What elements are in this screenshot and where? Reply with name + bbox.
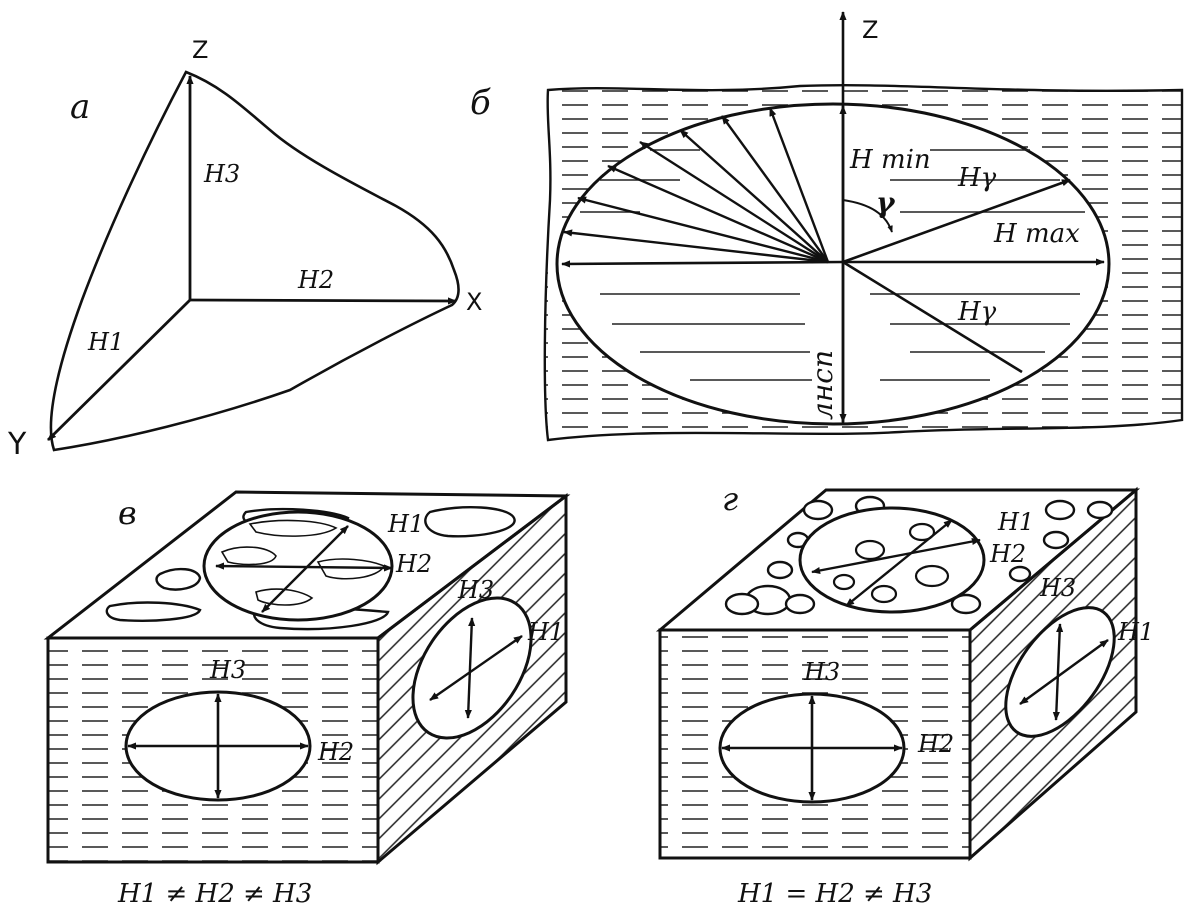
top-h1-label-g: H1 [997,508,1034,536]
side-h3-label: H3 [457,576,494,604]
axis-x [189,297,457,305]
axis-z-b-label: Z [862,16,878,44]
top-h1-label: H1 [387,510,424,538]
axis-x-label: X [466,288,482,316]
panel-b-letter: б [470,83,491,123]
front-h3-label-g: H3 [803,658,840,686]
h-gamma-upper-label: Hγ [957,163,997,193]
h2-label: H2 [297,266,334,294]
h-gamma-lower-vector [842,260,1023,374]
panel-a-letter: а [70,87,90,127]
top-h2-arrow-g [811,537,981,575]
top-round-grains [724,495,1114,616]
top-h2-arrow [215,562,393,572]
caption-g: H1 = H2 ≠ H3 [737,879,932,909]
panel-b: б [470,11,1184,442]
indicatrix-ellipse [555,102,1111,426]
panel-a: а Z X Y H3 H2 H1 [7,36,482,462]
h-max-left-vector [561,260,844,268]
side-h3-label-g: H3 [1039,574,1076,602]
h3-label: H3 [203,160,240,188]
side-h1-label: H1 [527,618,564,646]
h-max-label: H max [993,219,1080,249]
caption-v: H1 ≠ H2 ≠ H3 [117,879,312,909]
axis-y [47,299,191,441]
front-h2-label: H2 [317,738,354,766]
side-h1-arrow-g [1019,639,1109,705]
side-h1-arrow [429,635,523,701]
h1-label: H1 [87,328,124,356]
panel-v: в H1 H2 H3 [43,490,571,909]
panel-g: г [655,480,1154,909]
indicatrix-surface-outline [49,70,460,452]
panel-g-letter: г [722,480,738,518]
axis-y-label: Y [7,427,27,462]
gamma-angle-arc [842,199,893,233]
front-h3-label: H3 [209,656,246,684]
side-h1-label-g: H1 [1117,618,1154,646]
top-h2-label: H2 [395,550,432,578]
gamma-label: γ [876,186,896,219]
h-gamma-upper-vector [842,178,1071,264]
vertical-axis-label: лнсп [806,350,839,420]
vector-fan [563,107,830,264]
panel-v-letter: в [118,494,137,532]
top-h2-label-g: H2 [989,540,1026,568]
h-gamma-lower-label: Hγ [957,297,997,327]
axis-z-label: Z [192,36,208,64]
front-h2-label-g: H2 [917,730,954,758]
h-min-label: H min [849,145,931,175]
